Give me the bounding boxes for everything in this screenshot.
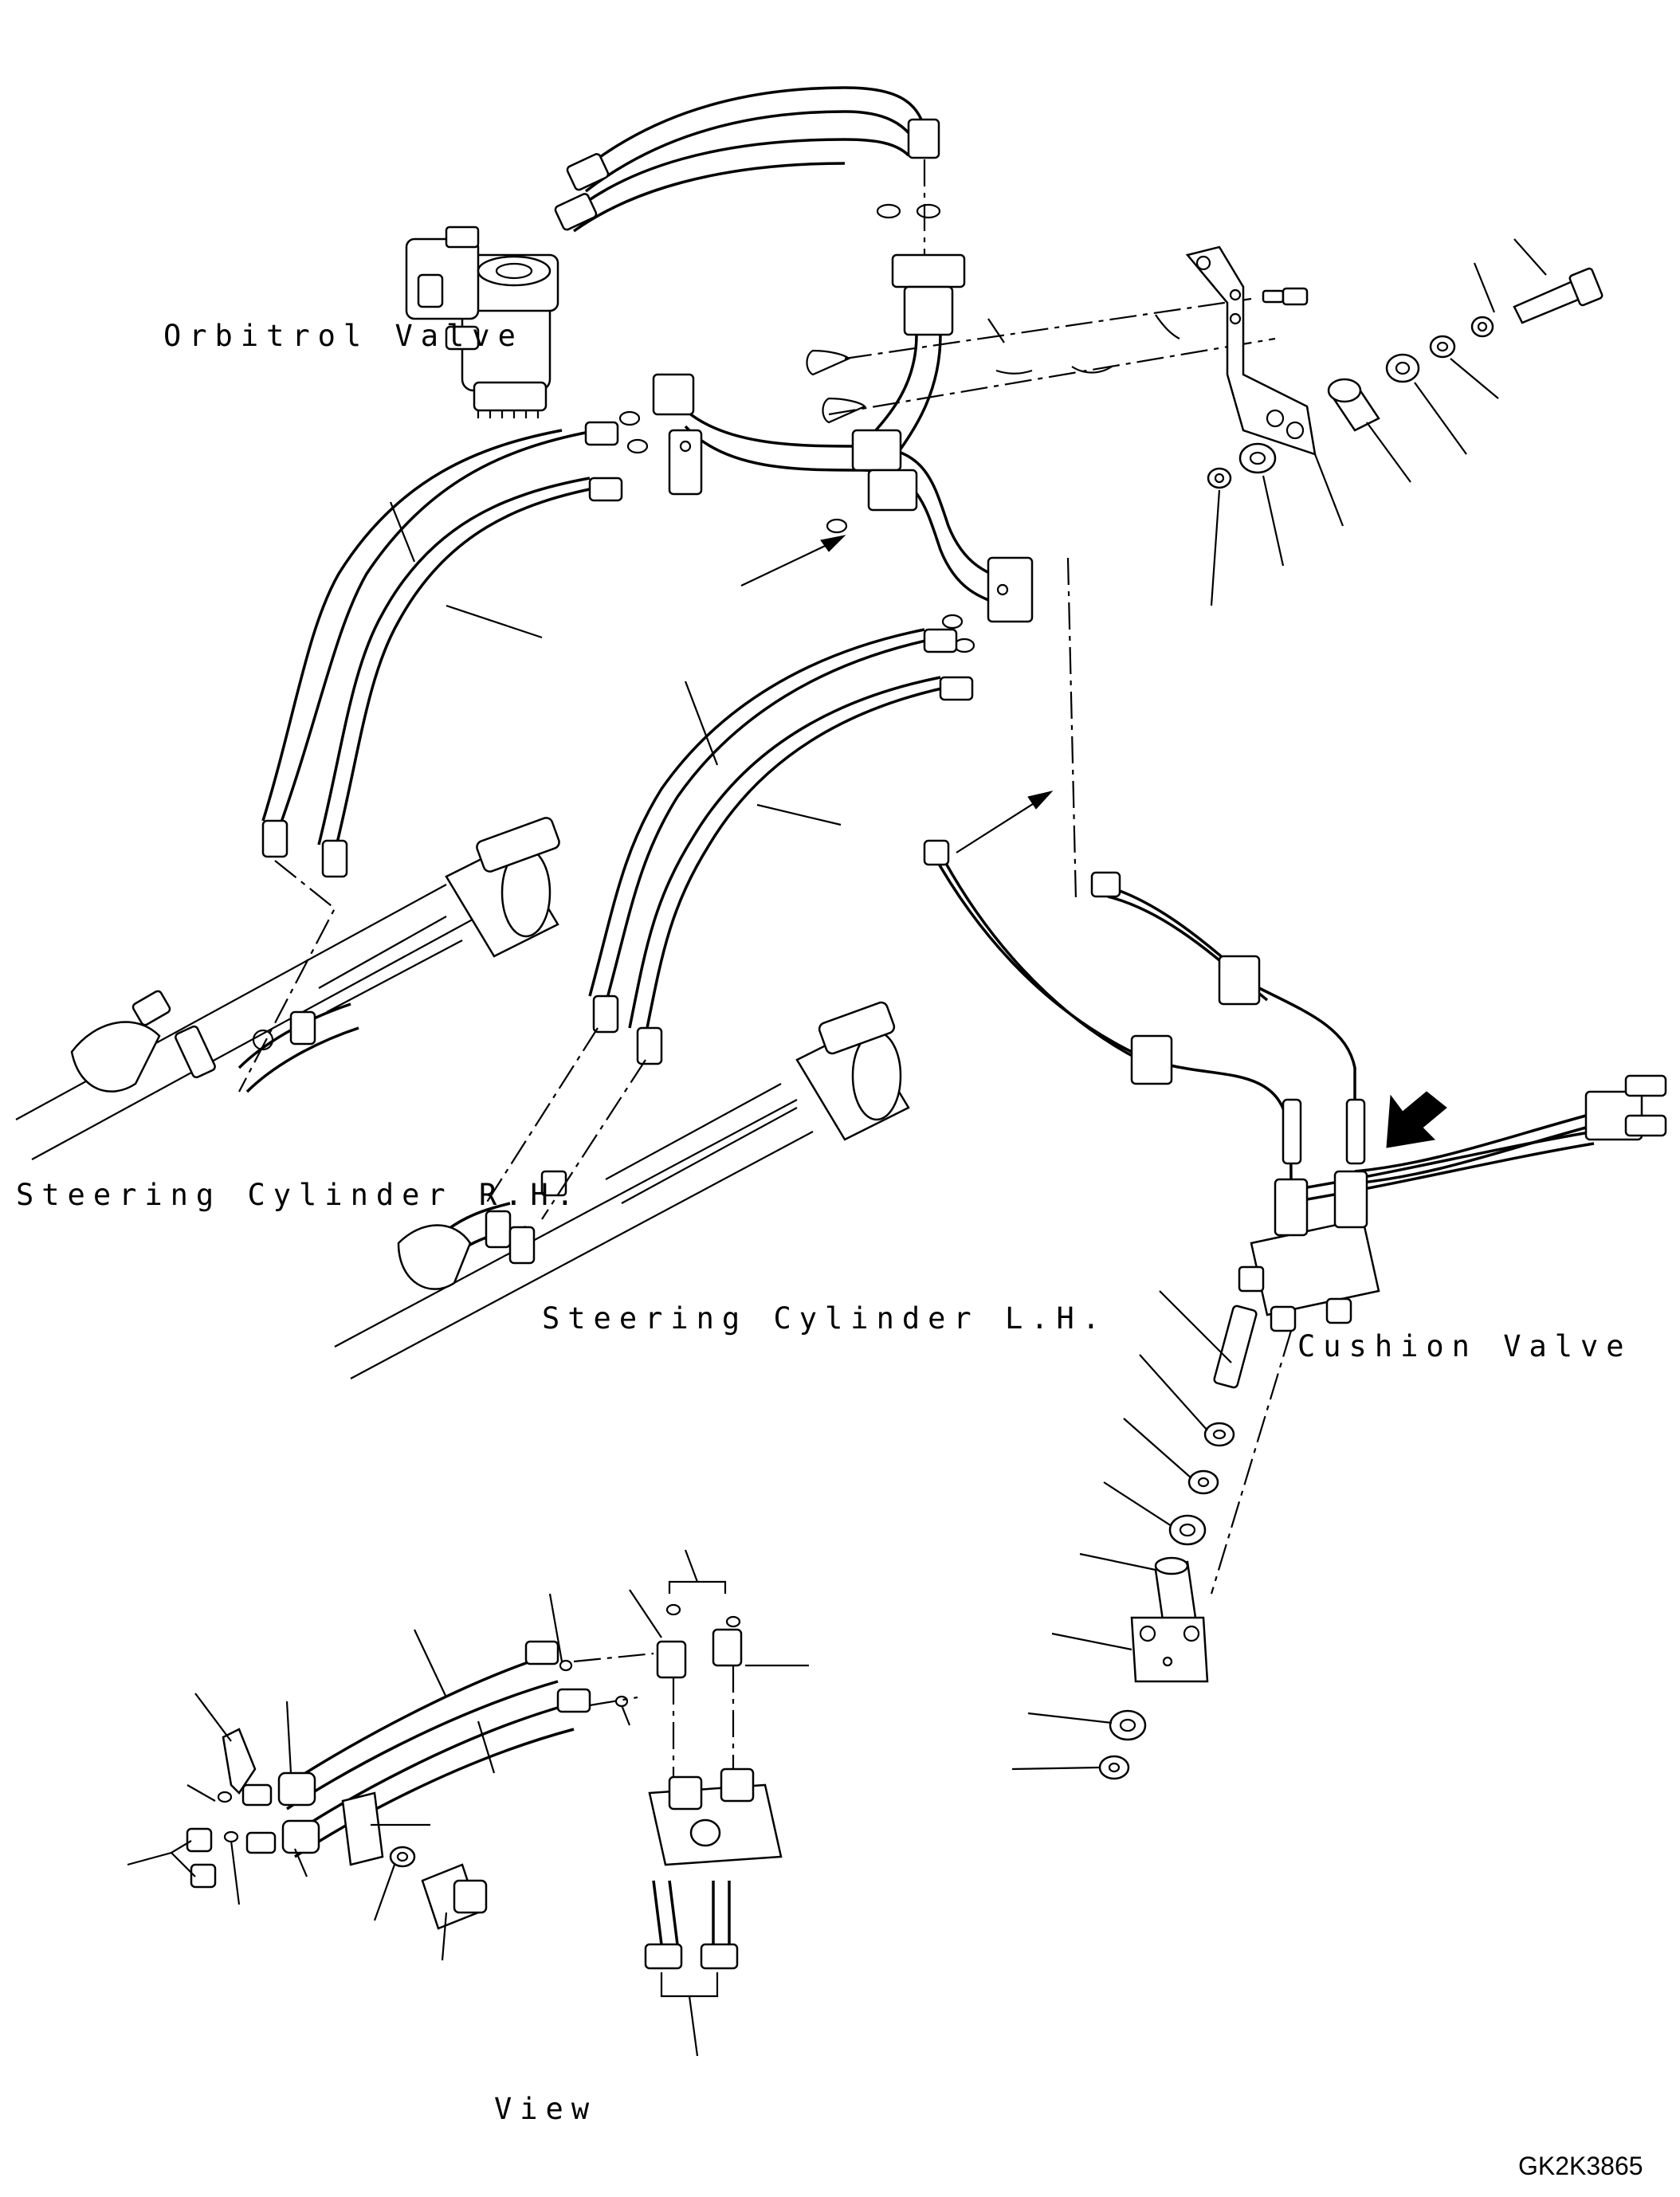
view-label: View — [494, 2092, 598, 2126]
steering-cylinder-rh — [15, 817, 560, 1160]
steering-cylinder-lh — [334, 1001, 910, 1379]
orbitrol-valve-label: Orbitrol Valve — [163, 319, 524, 353]
lh-cylinder-hoses — [588, 628, 974, 1065]
view-detail — [186, 1580, 783, 1998]
mounting-bracket — [1185, 245, 1317, 456]
cushion-valve-label: Cushion Valve — [1297, 1329, 1632, 1363]
leader-lines-cushion-stack — [1011, 1290, 1232, 1771]
leader-lines-top-right — [1210, 238, 1547, 606]
orbitrol-dash-connectors — [876, 159, 941, 263]
orbitrol-upper-hoses — [554, 86, 940, 233]
rh-cylinder-dash-connectors — [238, 860, 336, 1093]
bracket-leader-dashes — [828, 297, 1276, 416]
cushion-valve-mounting-stack — [1098, 1304, 1293, 1780]
cushion-valve-body — [1238, 1170, 1380, 1332]
leader-lines-view — [127, 1549, 809, 2057]
cushion-valve-lines — [923, 557, 1667, 1201]
steering-cylinder-rh-label: Steering Cylinder R.H. — [16, 1178, 583, 1212]
bracket-bolt-stack — [1207, 267, 1603, 489]
cushion-valve-arrow — [1386, 1091, 1447, 1148]
pipe-clamps — [806, 314, 1180, 424]
steering-cylinder-lh-label: Steering Cylinder L.H. — [542, 1301, 1109, 1336]
orbitrol-valve — [405, 226, 559, 418]
drawing-code: GK2K3865 — [1518, 2152, 1643, 2180]
steel-pipe-assembly — [618, 253, 1034, 653]
pointer-arrows — [740, 535, 1054, 853]
lh-cylinder-dash-connectors — [485, 1027, 646, 1220]
rh-cylinder-hoses — [261, 421, 623, 878]
